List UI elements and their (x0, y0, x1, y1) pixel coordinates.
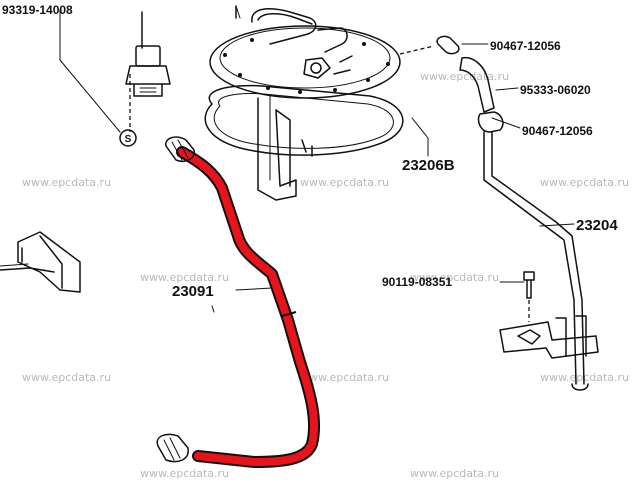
watermark: www.epcdata.ru (140, 467, 229, 480)
watermark: www.epcdata.ru (300, 371, 389, 384)
watermark: www.epcdata.ru (300, 176, 389, 189)
sender-unit: S (59, 9, 171, 147)
highlighted-hose-23091 (156, 136, 321, 468)
label-90119-08351: 90119-08351 (382, 275, 452, 289)
callout-s: S (125, 134, 132, 145)
watermarks: www.epcdata.ru www.epcdata.ru www.epcdat… (22, 70, 629, 480)
hose-23091-outline (176, 146, 321, 468)
watermark: www.epcdata.ru (22, 371, 111, 384)
label-90467-12056-bottom: 90467-12056 (522, 124, 593, 138)
watermark: www.epcdata.ru (410, 271, 499, 284)
watermark: www.epcdata.ru (420, 70, 509, 83)
label-90467-12056-top: 90467-12056 (490, 39, 561, 53)
hose-23091-fill (178, 148, 319, 466)
part-labels: 93319-14008 90467-12056 95333-06020 9046… (2, 3, 618, 300)
watermark: www.epcdata.ru (410, 467, 499, 480)
label-23091: 23091 (172, 283, 214, 300)
hose-assembly (399, 35, 599, 391)
callout-s-circle (119, 129, 137, 147)
watermark: www.epcdata.ru (540, 176, 629, 189)
watermark: www.epcdata.ru (140, 271, 229, 284)
label-93319-14008: 93319-14008 (2, 3, 73, 17)
pump-assembly (204, 5, 429, 201)
left-bracket (0, 231, 81, 293)
label-23204: 23204 (576, 217, 618, 234)
leaders (235, 5, 575, 227)
label-23206B: 23206B (402, 157, 455, 174)
watermark: www.epcdata.ru (22, 176, 111, 189)
label-95333-06020: 95333-06020 (520, 83, 591, 97)
